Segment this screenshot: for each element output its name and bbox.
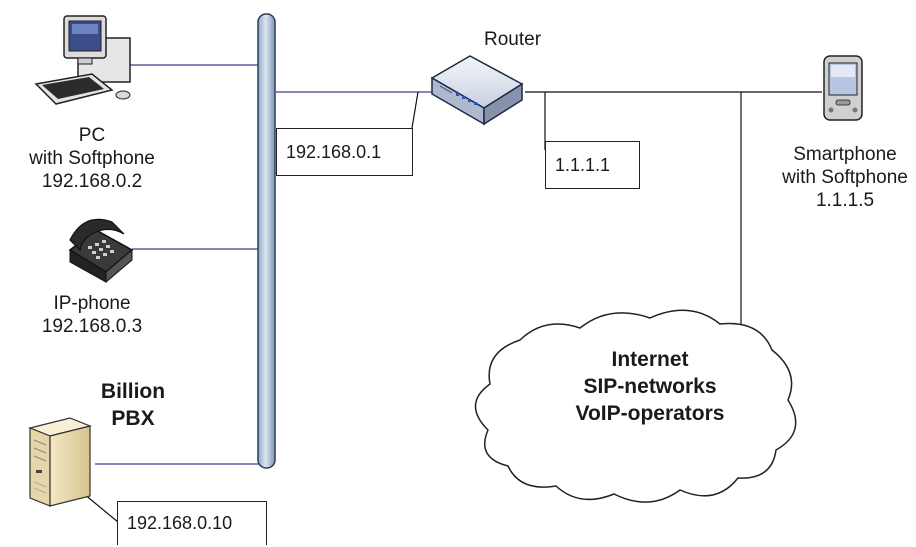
pc-label-line-1: PC bbox=[78, 125, 106, 146]
cloud-label-line-3: VoIP-operators bbox=[575, 402, 725, 425]
desktop-computer-icon bbox=[34, 15, 131, 105]
pbx-label-line-2: PBX bbox=[111, 407, 155, 430]
lan-links bbox=[95, 64, 440, 465]
cloud-icon bbox=[474, 309, 797, 503]
pc-label-line-3: 192.168.0.2 bbox=[41, 171, 143, 192]
lan-bus bbox=[257, 13, 276, 469]
wan-links bbox=[83, 91, 822, 523]
pbx-label-line-1: Billion bbox=[100, 380, 166, 403]
pbx-ip-box: 192.168.0.10 bbox=[117, 501, 267, 545]
router-label: Router bbox=[484, 29, 542, 50]
router-wan-ip-box: 1.1.1.1 bbox=[545, 141, 640, 189]
smartphone-label: Smartphone with Softphone 1.1.1.5 bbox=[770, 143, 916, 212]
router-lan-ip-box: 192.168.0.1 bbox=[276, 128, 413, 176]
smartphone-label-line-2: with Softphone bbox=[782, 167, 908, 188]
ip-phone-label-line-2: 192.168.0.3 bbox=[41, 316, 143, 337]
pbx-ip-leader bbox=[83, 493, 119, 523]
cloud-label-line-2: SIP-networks bbox=[583, 375, 717, 398]
pc-label-line-2: with Softphone bbox=[29, 148, 155, 169]
cloud-label: Internet SIP-networks VoIP-operators bbox=[540, 346, 760, 427]
cloud-label-line-1: Internet bbox=[611, 348, 689, 371]
ip-phone-label-line-1: IP-phone bbox=[53, 293, 131, 314]
tower-server-icon bbox=[28, 417, 92, 507]
smartphone-label-line-3: 1.1.1.5 bbox=[815, 190, 875, 211]
ip-phone-label: IP-phone 192.168.0.3 bbox=[27, 292, 157, 338]
pc-label: PC with Softphone 192.168.0.2 bbox=[7, 124, 177, 193]
desk-telephone-icon bbox=[68, 218, 134, 284]
router-icon bbox=[430, 55, 524, 126]
smartphone-label-line-1: Smartphone bbox=[793, 144, 897, 165]
pbx-label: Billion PBX bbox=[88, 378, 178, 432]
pda-smartphone-icon bbox=[823, 55, 863, 121]
